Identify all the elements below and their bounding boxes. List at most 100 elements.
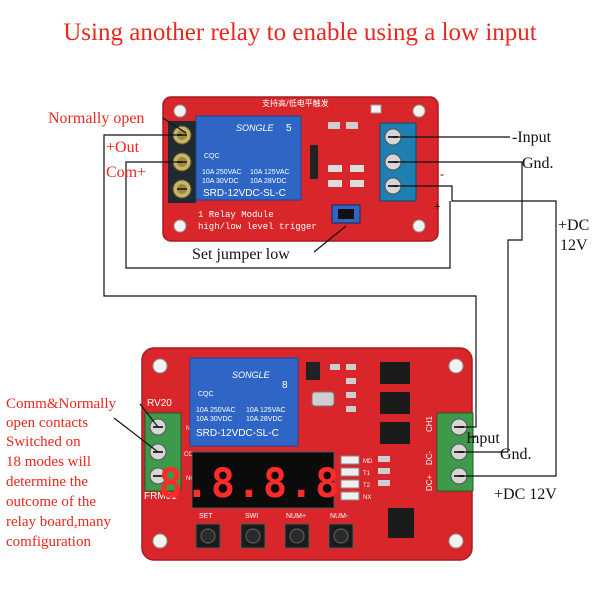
ic-chip	[380, 392, 410, 414]
desc-line: determine the	[6, 474, 88, 490]
wire-dc-rail	[393, 185, 557, 455]
bottom-relay-number: 8	[282, 380, 288, 391]
button-label: NUM+	[286, 513, 306, 520]
wiring	[103, 117, 557, 477]
label-dc-plus: +DC	[558, 217, 589, 234]
label-gnd-top: Gnd.	[522, 155, 554, 172]
mode-led	[340, 491, 360, 501]
wire-com-to-dc	[125, 161, 451, 269]
ch1-label: CH1	[425, 415, 434, 432]
button-label: SET	[199, 513, 213, 520]
smd-part	[346, 392, 356, 398]
smd-part	[378, 468, 390, 474]
label-com: Com+	[106, 164, 146, 181]
desc-line: 18 modes will	[6, 454, 91, 470]
num-minus-button[interactable]	[328, 523, 354, 549]
mode-led	[340, 455, 360, 465]
top-relay-spec: 10A 28VDC	[250, 178, 287, 185]
label-jumper: Set jumper low	[192, 246, 290, 263]
button-label: NUM-	[330, 513, 349, 520]
mount-hole	[152, 358, 168, 374]
diagram-title: Using another relay to enable using a lo…	[63, 19, 537, 46]
bottom-relay-spec: 10A 250VAC	[196, 407, 236, 414]
ic-chip	[380, 362, 410, 384]
bottom-relay-model: SRD-12VDC-SL-C	[196, 428, 279, 439]
smd-part	[328, 180, 342, 187]
pin-plus-label: +	[434, 201, 440, 213]
bottom-relay-spec: 10A 125VAC	[246, 407, 286, 414]
module-label-line1: 1 Relay Module	[198, 210, 274, 220]
desc-line: outcome of the	[6, 494, 96, 510]
smd-part	[350, 180, 364, 187]
screw-terminal	[172, 179, 192, 199]
pin-minus-label: -	[440, 167, 444, 181]
smd-part	[328, 122, 340, 129]
wire-normally-open-leader	[162, 117, 187, 134]
ic-chip	[380, 422, 410, 444]
crystal	[311, 391, 335, 407]
led-indicator	[370, 104, 382, 114]
desc-line: relay board,many	[6, 514, 111, 530]
smd-part	[330, 364, 340, 370]
smd-part	[378, 456, 390, 462]
smd-part	[346, 406, 356, 412]
dc-minus-label: DC-	[425, 450, 434, 465]
transistor	[306, 362, 320, 380]
top-relay-spec: 10A 30VDC	[202, 178, 239, 185]
desc-line: Comm&Normally	[6, 396, 116, 412]
label-bottom-input: Input	[466, 430, 500, 447]
label-bottom-gnd: Gnd.	[500, 446, 532, 463]
label-bottom-dc: +DC 12V	[494, 486, 557, 503]
seven-segment-display	[191, 451, 335, 509]
bottom-relay	[189, 357, 299, 447]
frm-label: FRM01	[144, 491, 177, 502]
mount-hole	[173, 104, 187, 118]
bottom-relay-brand: SONGLE	[232, 370, 271, 380]
led-label: T2	[363, 483, 371, 489]
smd-part	[346, 122, 358, 129]
dc-plus-label: DC+	[425, 474, 434, 491]
mount-hole	[448, 533, 464, 549]
top-relay-spec: 10A 125VAC	[250, 169, 290, 176]
label-normally-open: Normally open	[48, 110, 144, 127]
top-relay-number: 5	[286, 123, 292, 134]
top-relay-brand: SONGLE	[236, 123, 275, 133]
smd-part	[378, 480, 390, 486]
swi-button[interactable]	[240, 523, 266, 549]
regulator	[388, 508, 414, 538]
smd-part	[346, 364, 356, 370]
jumper-cap	[338, 209, 354, 219]
led-label: NX	[363, 495, 371, 501]
display-digits: 8.8.8.8.	[159, 461, 368, 507]
bottom-relay-cqc: CQC	[198, 391, 214, 398]
left-pin-label: NC	[186, 476, 195, 482]
mount-hole	[412, 219, 426, 233]
top-board-header-text: 支持高/低电平触发	[262, 98, 329, 108]
label-input: -Input	[512, 129, 552, 146]
desc-line: comfiguration	[6, 534, 91, 550]
module-label-line2: high/low level trigger	[198, 222, 317, 232]
mount-hole	[152, 533, 168, 549]
bottom-relay-spec: 10A 28VDC	[246, 416, 283, 423]
mount-hole	[173, 219, 187, 233]
mount-hole	[448, 358, 464, 374]
top-relay-board: 支持高/低电平触发 SONGLE 5 CQC 10A 250VAC 10A 12…	[162, 96, 444, 242]
smd-part	[350, 165, 364, 172]
rv-label: RV20	[147, 398, 172, 409]
num-plus-button[interactable]	[284, 523, 310, 549]
wire-dc-to-bottom	[459, 455, 557, 477]
label-dc-volts: 12V	[560, 237, 588, 254]
top-relay-cqc: CQC	[204, 153, 220, 160]
led-label: T1	[363, 471, 371, 477]
desc-line: open contacts	[6, 415, 88, 431]
top-relay-spec: 10A 250VAC	[202, 169, 242, 176]
wire-out-to-input	[103, 134, 477, 428]
wire-gnd	[393, 161, 523, 453]
bottom-relay-spec: 10A 30VDC	[196, 416, 233, 423]
set-button[interactable]	[195, 523, 221, 549]
smd-part	[346, 378, 356, 384]
button-label: SWI	[245, 513, 258, 520]
mode-led	[340, 479, 360, 489]
diode	[310, 145, 318, 179]
